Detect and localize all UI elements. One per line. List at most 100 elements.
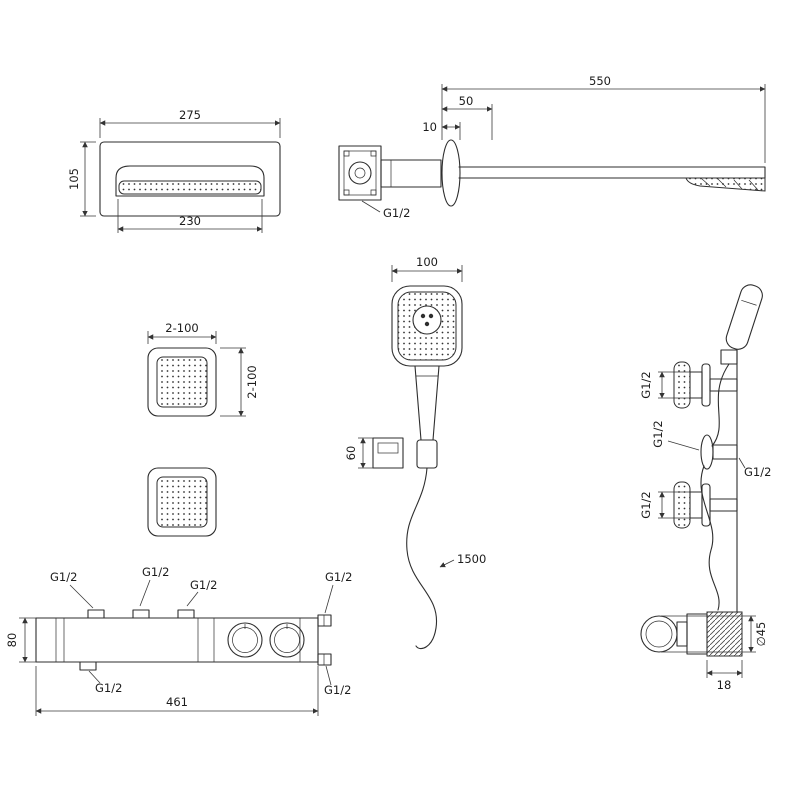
hose-lower	[700, 465, 720, 611]
valve-inlet-3	[177, 609, 195, 619]
head-plate	[458, 166, 766, 179]
nozzle-dot	[424, 321, 430, 327]
hose-length-label: 1500	[457, 552, 486, 566]
valve-outlet-bottom	[79, 661, 97, 671]
valve-body-front	[35, 617, 319, 663]
waterfall-head-front-view: 275 105 230	[67, 108, 281, 233]
rough-in-inner-plate	[343, 150, 377, 196]
valve-inlet-1	[87, 609, 105, 619]
arm-thread-callout: G1/2	[361, 200, 410, 220]
body-jet-1-face	[156, 356, 208, 408]
dim-waterfall-width: 275	[99, 108, 281, 138]
elbow-thread-label: G1/2	[651, 420, 665, 447]
hand-shower-view: 100 60 1500	[344, 255, 486, 650]
waterfall-width-label: 275	[179, 108, 201, 122]
jet-stem	[709, 498, 738, 512]
valve-thread-top-3-label: G1/2	[190, 578, 217, 592]
waterfall-slot-opening	[115, 165, 265, 197]
dim-valve-height: 80	[5, 617, 36, 663]
jet-stem	[709, 378, 738, 392]
jet-face-side	[673, 481, 691, 529]
arm-length-label: 550	[589, 74, 611, 88]
hand-shower-center-nozzle	[412, 305, 442, 335]
valve-knob-2	[269, 622, 305, 658]
dim-valve-length: 461	[35, 666, 319, 716]
valve-thread-callout-right: G1/2	[324, 570, 352, 614]
body-jet-2-face	[156, 476, 208, 528]
jet-height-label: 2-100	[245, 365, 259, 398]
valve-thread-right-label: G1/2	[325, 570, 352, 584]
dim-jet-width: 2-100	[147, 321, 217, 344]
dim-hose-length: 1500	[439, 552, 486, 568]
arm-thread-label: G1/2	[383, 206, 410, 220]
valve-body-seams	[55, 618, 301, 662]
head-spray-face	[685, 177, 766, 192]
body-jet-side-2: G1/2	[639, 481, 738, 529]
nozzle-dot	[420, 313, 426, 319]
valve-ear-bottom	[317, 653, 332, 666]
rough-in-screws	[343, 150, 377, 196]
nozzle-dot	[428, 313, 434, 319]
hand-shower-width-label: 100	[416, 255, 438, 269]
valve-knob-inner	[645, 620, 673, 648]
valve-knob-1	[227, 622, 263, 658]
flange-thickness-label: 10	[422, 120, 437, 134]
waterfall-slot-label: 230	[179, 214, 201, 228]
waterfall-spray-strip	[118, 180, 262, 195]
assembly-side-view: G1/2 G1/2 G1/2 G1/2	[639, 284, 771, 692]
dim-arm-offset: 50	[441, 94, 493, 140]
elbow-stem	[712, 444, 738, 460]
valve-depth-label: 18	[717, 678, 732, 692]
valve-thread-top-2-label: G1/2	[142, 565, 169, 579]
dim-flange-thickness: 10	[422, 120, 461, 140]
valve-thread-callout-top-1: G1/2	[50, 570, 94, 609]
waterfall-head-outline	[99, 141, 281, 217]
waterfall-height-label: 105	[67, 168, 81, 190]
body-jet-side-1: G1/2	[639, 361, 738, 409]
wall-section-hatched	[706, 611, 743, 657]
shower-hose	[406, 467, 438, 650]
dim-bracket-size: 60	[344, 437, 373, 469]
dim-waterfall-height: 105	[67, 141, 96, 217]
wall-bracket	[372, 437, 404, 469]
valve-thread-callout-bottom-2: G1/2	[324, 665, 351, 697]
wall-flange	[441, 139, 461, 207]
dim-arm-length: 550	[441, 74, 766, 163]
valve-inlet-2	[132, 609, 150, 619]
jet-width-label: 2-100	[165, 321, 198, 335]
outlet-elbow-side: G1/2 G1/2	[651, 420, 771, 479]
head-spray-hatch	[701, 178, 759, 191]
dim-hand-shower-width: 100	[391, 255, 463, 282]
valve-thread-callout-bottom-1: G1/2	[88, 670, 122, 695]
rough-in-port-center	[354, 167, 366, 179]
dim-knob-diameter: ∅45	[661, 615, 768, 653]
dim-jet-height: 2-100	[220, 347, 259, 417]
outlet-thread-label: G1/2	[744, 465, 771, 479]
body-jet-2-outline	[147, 467, 217, 537]
valve-thread-top-1-label: G1/2	[50, 570, 77, 584]
mixer-valve-front-view: G1/2 G1/2 G1/2 G1/2 G1/2 G1/2 80	[5, 565, 352, 716]
jet-face-side	[673, 361, 691, 409]
jet-bottom-thread-label: G1/2	[639, 491, 653, 518]
jet-top-thread-label: G1/2	[639, 371, 653, 398]
arm-offset-label: 50	[459, 94, 474, 108]
valve-height-label: 80	[5, 633, 19, 648]
bracket-size-label: 60	[344, 446, 358, 461]
valve-ear-top	[317, 614, 332, 627]
hose-upper	[711, 363, 730, 447]
wall-bracket-detail	[377, 442, 399, 454]
dim-valve-depth: 18	[706, 660, 743, 692]
valve-thread-callout-top-3: G1/2	[186, 578, 217, 607]
knob-diameter-label: ∅45	[754, 622, 768, 647]
valve-thread-bottom-1-label: G1/2	[95, 681, 122, 695]
hand-shower-side	[725, 284, 763, 350]
mixer-valve-side-view: 18 ∅45	[640, 611, 768, 692]
body-jets-front-view: 2-100 2-100	[147, 321, 259, 537]
dim-waterfall-slot: 230	[117, 199, 263, 233]
shower-arm-side-view: 550 50 10 G1/2	[338, 74, 766, 220]
rough-in-port	[348, 161, 372, 185]
valve-thread-callout-top-2: G1/2	[139, 565, 169, 607]
arm-stub	[380, 159, 442, 188]
